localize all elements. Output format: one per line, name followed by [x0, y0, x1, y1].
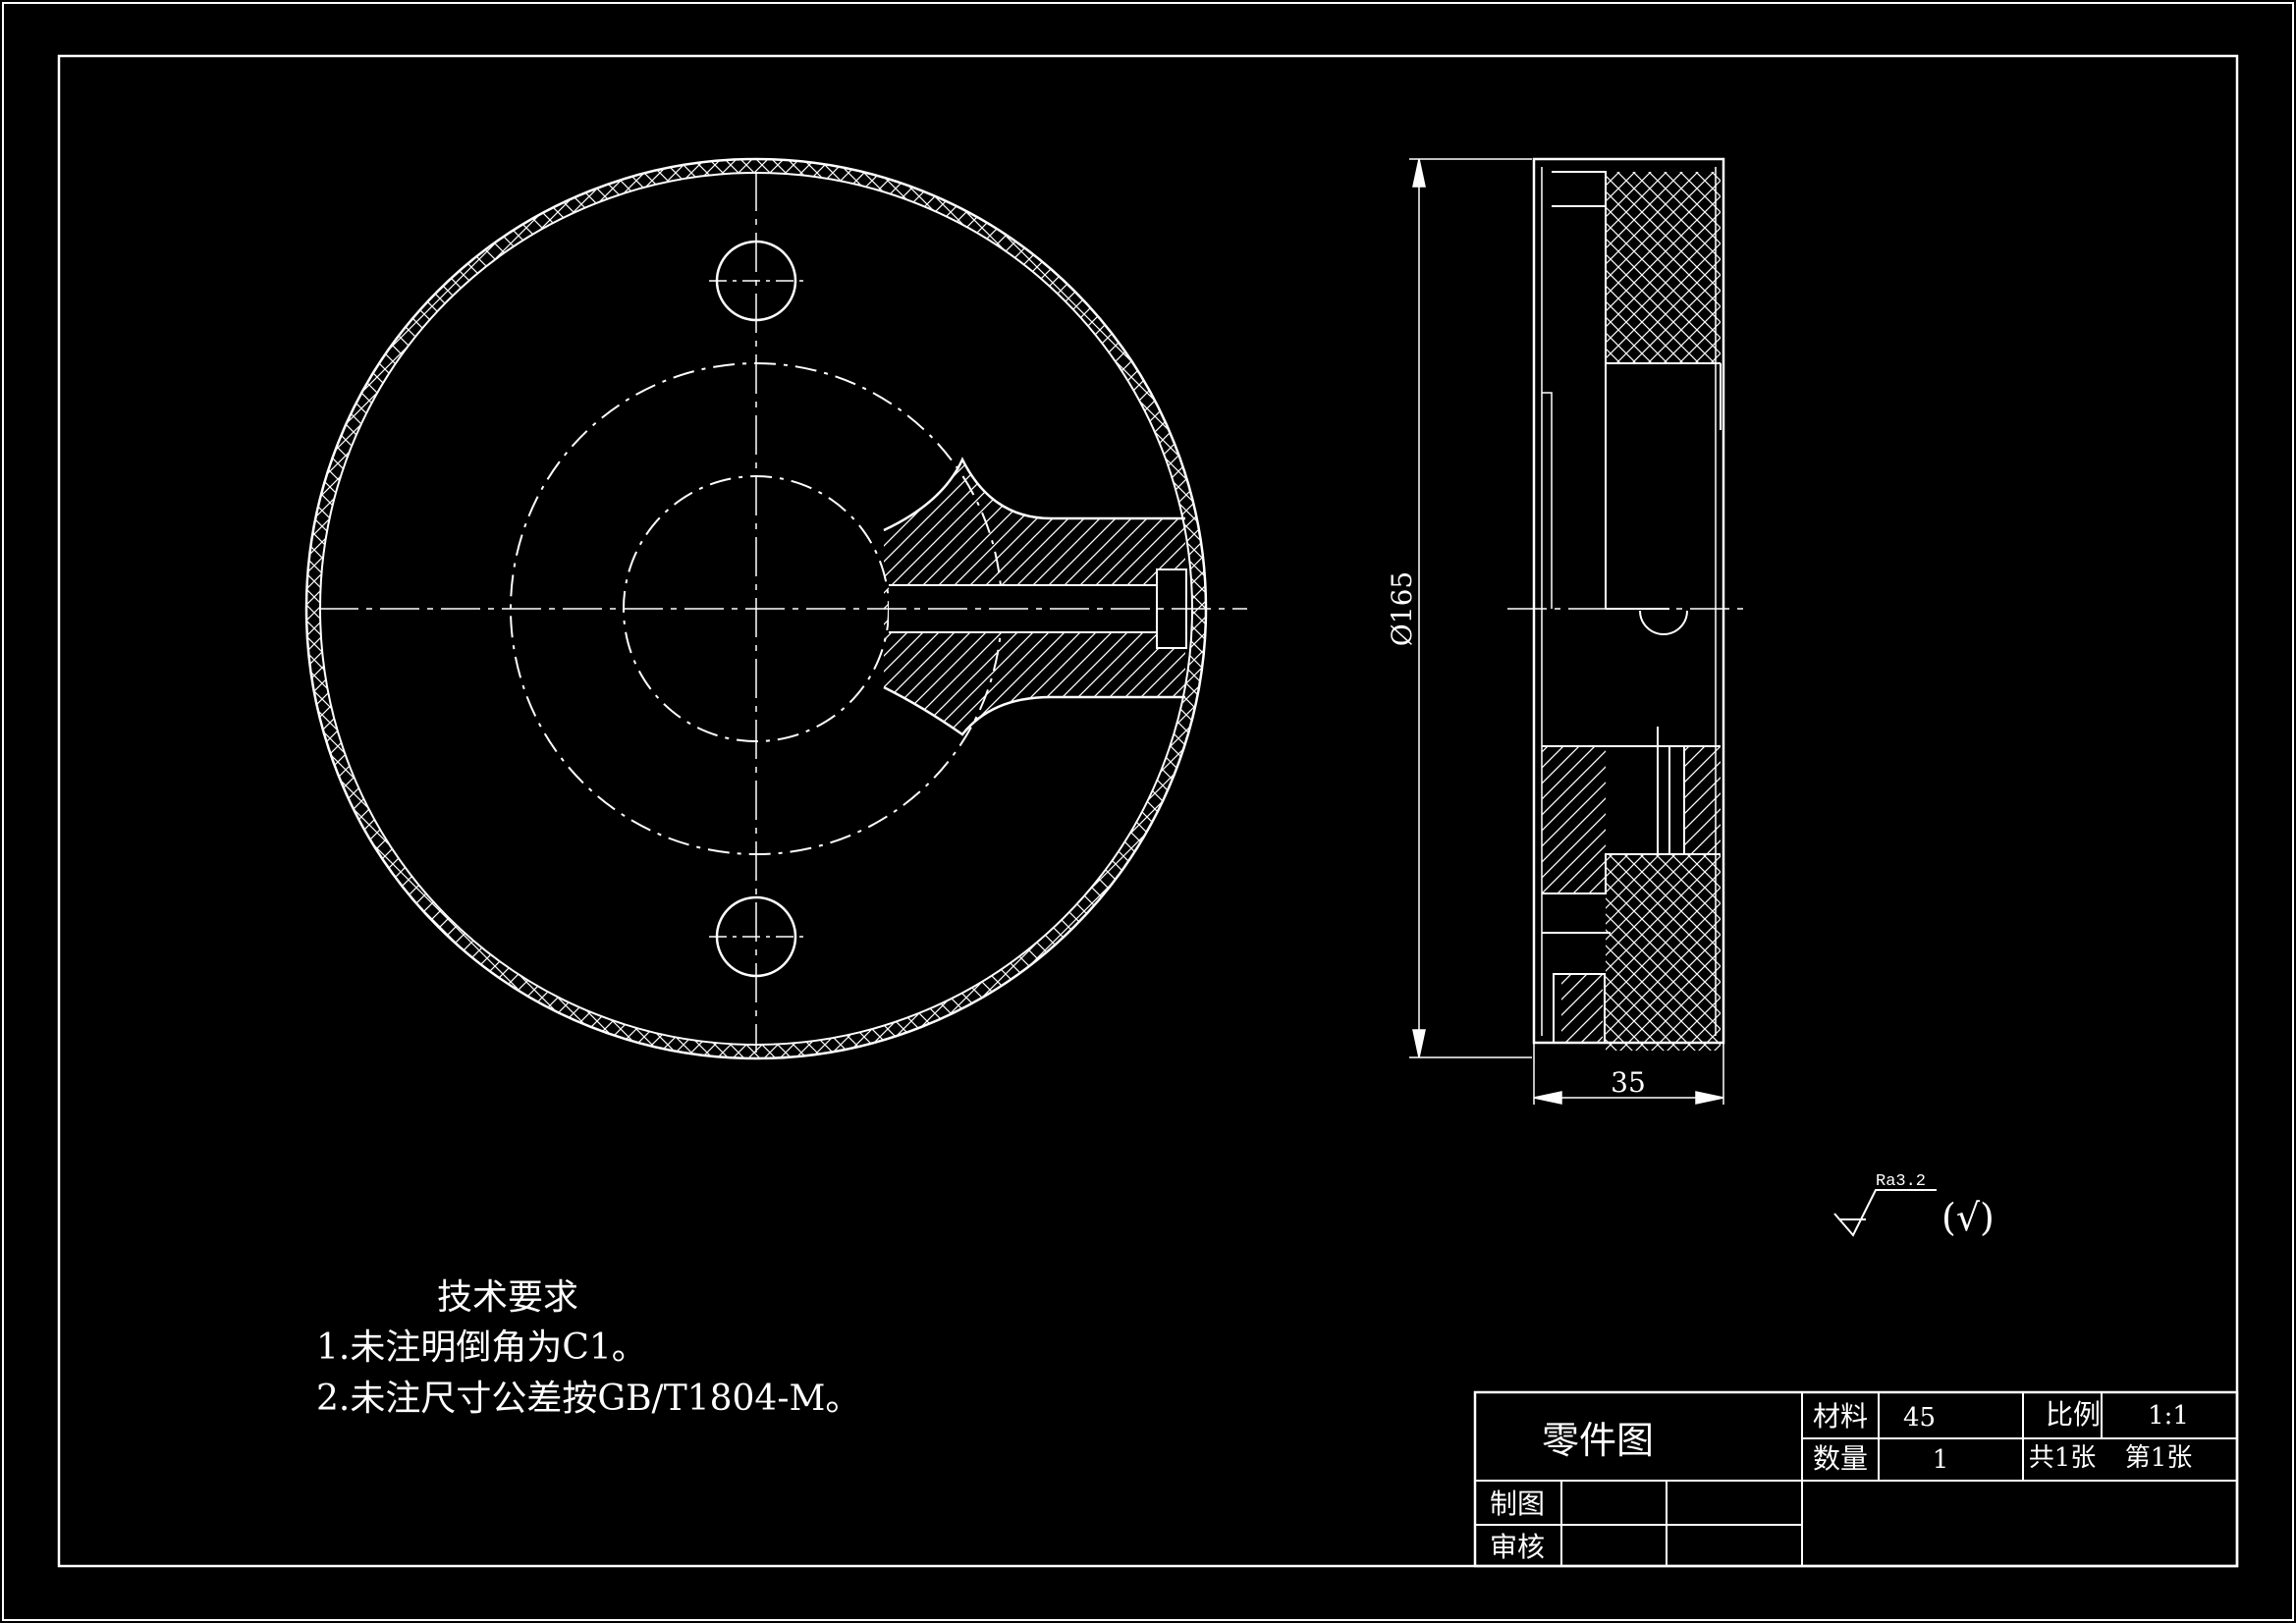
part-name: 零件图 [1542, 1419, 1654, 1462]
checked-by-label: 审核 [1490, 1531, 1545, 1563]
scale-value: 1:1 [2148, 1401, 2189, 1431]
roughness-value: Ra3.2 [1876, 1172, 1926, 1191]
front-view [304, 157, 1247, 1060]
keyway-outline [883, 457, 1185, 532]
sheet-number: 第1张 [2125, 1443, 2193, 1473]
material-label: 材料 [1813, 1400, 1868, 1433]
scale-label: 比例 [2046, 1398, 2101, 1431]
keyway-section [883, 457, 1187, 736]
material-value: 45 [1903, 1403, 1936, 1433]
tech-requirement-1: 1.未注明倒角为C1。 [316, 1327, 647, 1368]
surface-finish-symbol [1833, 1189, 1937, 1237]
lower-step [1542, 853, 1721, 934]
hidden-step [1542, 392, 1553, 609]
top-slot [1552, 171, 1607, 207]
width-dimension [1533, 1043, 1724, 1105]
roughness-check-icon [1833, 1189, 1937, 1237]
middle-cavity [1605, 363, 1722, 610]
general-finish-note: (√) [1941, 1196, 1995, 1239]
width-label: 35 [1611, 1066, 1646, 1099]
lower-hatch-a [1542, 746, 1606, 893]
side-view [1409, 157, 1748, 1105]
bottom-slot [1553, 973, 1606, 1044]
diameter-label: Ø165 [1386, 571, 1418, 646]
keyway-arc [1639, 610, 1688, 635]
sheets-total: 共1张 [2029, 1443, 2097, 1473]
quantity-value: 1 [1933, 1445, 1949, 1475]
side-outline [1532, 157, 1725, 1045]
diameter-dimension [1409, 158, 1532, 1058]
lower-hatch-b [1684, 746, 1721, 854]
tech-requirements-title: 技术要求 [437, 1277, 578, 1318]
quantity-label: 数量 [1813, 1442, 1868, 1475]
tech-requirement-2: 2.未注尺寸公差按GB/T1804-M。 [316, 1379, 860, 1419]
drill-hole [1657, 727, 1685, 854]
title-block [1473, 1390, 2239, 1568]
drawn-by-label: 制图 [1490, 1488, 1545, 1520]
lower-hatch-c [1561, 974, 1603, 1043]
drawing-frame [57, 54, 2239, 1568]
upper-crosshatch [1606, 172, 1721, 363]
lower-crosshatch [1606, 854, 1721, 1051]
